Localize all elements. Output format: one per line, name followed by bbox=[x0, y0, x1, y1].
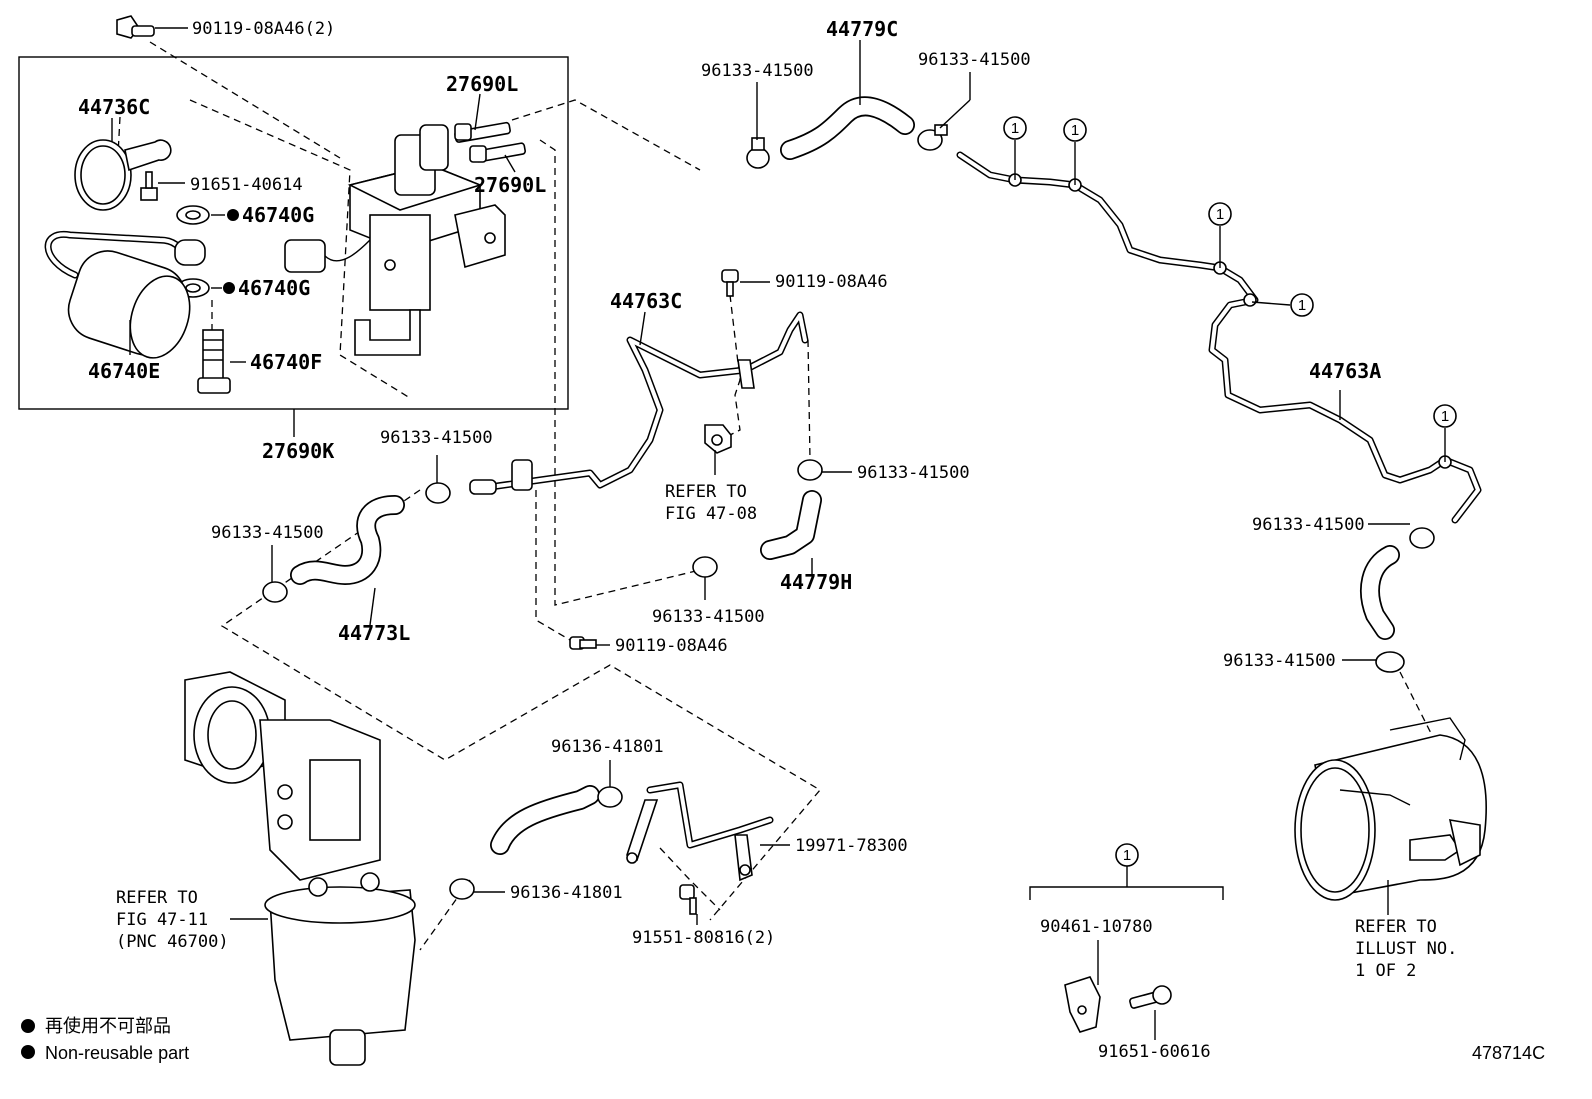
ref-fig-47-11-line1: REFER TO bbox=[116, 888, 198, 908]
nipple-27690l-a bbox=[454, 121, 511, 143]
label-44763a: 44763A bbox=[1309, 359, 1381, 383]
label-96133-41500-left: 96133-41500 bbox=[211, 523, 324, 543]
label-96136-41801-b: 96136-41801 bbox=[510, 883, 623, 903]
callout-1-c: 1 bbox=[1216, 206, 1224, 223]
label-27690l-a: 27690L bbox=[446, 72, 518, 96]
hose-44779c bbox=[780, 96, 915, 160]
clamp-96133-41500-near-44779h bbox=[692, 556, 718, 578]
bolt-90119-08a46-top bbox=[116, 15, 155, 39]
label-91651-40614: 91651-40614 bbox=[190, 175, 303, 195]
clamp-90461-10780 bbox=[1064, 976, 1101, 1033]
label-96133-41500-top-right: 96133-41500 bbox=[918, 50, 1031, 70]
label-44773l: 44773L bbox=[338, 621, 410, 645]
callout-1-f: 1 bbox=[1123, 847, 1131, 864]
fuel-filter-assembly bbox=[184, 671, 416, 1066]
ref-illust-line3: 1 OF 2 bbox=[1355, 961, 1416, 981]
legend-bullet-2 bbox=[21, 1045, 35, 1059]
callout-1-b: 1 bbox=[1071, 122, 1079, 139]
pipe-44763a bbox=[956, 151, 1482, 524]
callout-1-a: 1 bbox=[1011, 120, 1019, 137]
label-44763c: 44763C bbox=[610, 289, 682, 313]
callout-1-e: 1 bbox=[1441, 408, 1449, 425]
label-44779c: 44779C bbox=[826, 17, 898, 41]
label-91651-60616: 91651-60616 bbox=[1098, 1042, 1211, 1062]
ref-fig-47-11-line2: FIG 47-11 bbox=[116, 910, 208, 930]
bracket-fig-47-08 bbox=[704, 424, 732, 454]
clamp-96133-41500-upper bbox=[425, 482, 451, 504]
ref-fig-47-08-line1: REFER TO bbox=[665, 482, 747, 502]
hose-right-lower bbox=[1360, 545, 1400, 640]
filter-46740e bbox=[44, 231, 206, 359]
throttle-body-right bbox=[1294, 717, 1487, 901]
ref-illust-line1: REFER TO bbox=[1355, 917, 1437, 937]
label-46740g-a: 46740G bbox=[242, 203, 314, 227]
clamp-96133-41500-mid-right bbox=[797, 459, 823, 481]
bolt-91651-40614 bbox=[140, 171, 158, 201]
label-96133-41500-right-of-44779h: 96133-41500 bbox=[857, 463, 970, 483]
hose-44779h bbox=[760, 490, 822, 560]
bolt-91651-60616 bbox=[1129, 985, 1172, 1009]
label-90119-08a46-lower: 90119-08A46 bbox=[615, 636, 728, 656]
clamp-96133-41500-far-right-a bbox=[1409, 527, 1435, 549]
clamp-96133-41500-far-right-b bbox=[1375, 651, 1405, 673]
leader-lines bbox=[111, 27, 1410, 1040]
label-96136-41801-a: 96136-41801 bbox=[551, 737, 664, 757]
label-90461-10780: 90461-10780 bbox=[1040, 917, 1153, 937]
label-44779h: 44779H bbox=[780, 570, 852, 594]
non-reusable-marker-a bbox=[227, 209, 239, 221]
legend-non-reusable-part: Non-reusable part bbox=[45, 1043, 189, 1063]
hose-44773l bbox=[290, 495, 405, 585]
clamp-96133-41500-top-right bbox=[917, 124, 948, 151]
label-96133-41500-far-right-a: 96133-41500 bbox=[1252, 515, 1365, 535]
callout-circles: 1 1 1 1 1 1 bbox=[1003, 116, 1457, 867]
label-46740g-b: 46740G bbox=[238, 276, 310, 300]
clamp-96133-41500-top-left bbox=[746, 137, 770, 169]
clamp-96136-41801-a bbox=[597, 786, 623, 808]
clamp-96136-41801-b bbox=[449, 878, 475, 900]
label-96133-41500-bottom: 96133-41500 bbox=[652, 607, 765, 627]
clamp-band-44736c bbox=[74, 139, 172, 211]
legend-bullet-1 bbox=[21, 1019, 35, 1033]
legend-japanese: 再使用不可部品 bbox=[45, 1016, 171, 1036]
label-44736c: 44736C bbox=[78, 95, 150, 119]
nipple-27690l-b bbox=[469, 142, 526, 163]
diagram-id: 478714C bbox=[1472, 1043, 1545, 1063]
ref-fig-47-08-line2: FIG 47-08 bbox=[665, 504, 757, 524]
vsv-valve-assembly bbox=[284, 124, 506, 356]
label-46740e: 46740E bbox=[88, 359, 160, 383]
label-90119-08a46-2: 90119-08A46(2) bbox=[192, 19, 335, 39]
label-46740f: 46740F bbox=[250, 350, 322, 374]
label-90119-08a46-mid: 90119-08A46 bbox=[775, 272, 888, 292]
non-reusable-marker-b bbox=[223, 282, 235, 294]
callout-1-d: 1 bbox=[1298, 297, 1306, 314]
bolt-90119-08a46-mid bbox=[721, 269, 739, 297]
bolt-90119-08a46-lower bbox=[569, 636, 597, 650]
bolt-91551-80816 bbox=[679, 884, 697, 915]
label-96133-41500-far-right-b: 96133-41500 bbox=[1223, 651, 1336, 671]
callout-group-1 bbox=[1029, 866, 1224, 900]
label-27690k: 27690K bbox=[262, 439, 334, 463]
label-96133-41500-mid: 96133-41500 bbox=[380, 428, 493, 448]
ref-illust-line2: ILLUST NO. bbox=[1355, 939, 1457, 959]
hose-lower-96136 bbox=[490, 785, 600, 855]
clamp-96133-41500-left bbox=[262, 581, 288, 603]
pipe-19971-78300 bbox=[626, 781, 774, 882]
label-91551-80816-2: 91551-80816(2) bbox=[632, 928, 775, 948]
label-19971-78300: 19971-78300 bbox=[795, 836, 908, 856]
ref-fig-47-11-line3: (PNC 46700) bbox=[116, 932, 229, 952]
label-96133-41500-top-left: 96133-41500 bbox=[701, 61, 814, 81]
union-46740f bbox=[197, 329, 231, 394]
label-27690l-b: 27690L bbox=[474, 173, 546, 197]
pipe-44763c bbox=[469, 311, 809, 495]
